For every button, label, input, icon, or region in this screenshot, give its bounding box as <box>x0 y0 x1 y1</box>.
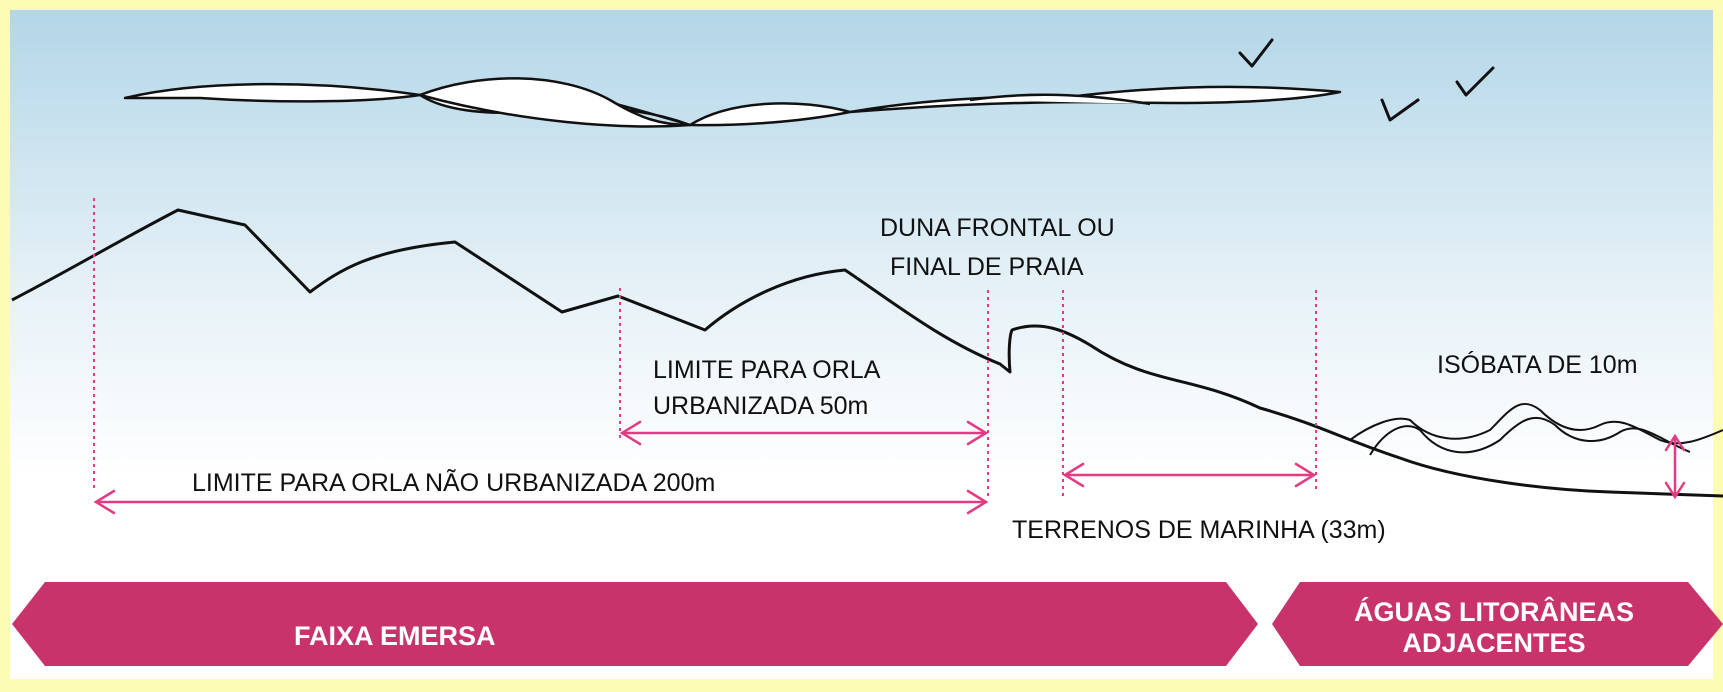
sky-background <box>10 10 1713 679</box>
band-label-faixa-emersa: FAIXA EMERSA <box>294 621 496 651</box>
boundary-markers <box>93 198 1317 500</box>
arrow-200m <box>93 489 989 515</box>
arrow-50m <box>619 420 989 446</box>
terrain-profile <box>11 208 1723 498</box>
label-urbanizada-line2: URBANIZADA 50m <box>653 392 868 420</box>
waves <box>1349 403 1723 456</box>
label-urbanizada-line1: LIMITE PARA ORLA <box>653 356 881 384</box>
label-duna-line2: FINAL DE PRAIA <box>890 253 1084 281</box>
arrow-marinha <box>1062 462 1317 488</box>
arrow-isobata <box>1664 433 1686 500</box>
band-label-aguas-line2: ADJACENTES <box>1402 628 1585 658</box>
bird-icon <box>1238 38 1495 122</box>
band-faixa-emersa <box>12 582 1258 666</box>
band-label-aguas-line1: ÁGUAS LITORÂNEAS <box>1354 596 1634 627</box>
label-terrenos-marinha: TERRENOS DE MARINHA (33m) <box>1012 516 1386 544</box>
label-duna-line1: DUNA FRONTAL OU <box>880 214 1115 242</box>
cloud-shape <box>123 77 1342 128</box>
measurement-arrows <box>93 420 1686 515</box>
band-aguas-litoraneas <box>1272 582 1723 666</box>
label-isobata: ISÓBATA DE 10m <box>1437 350 1638 379</box>
label-nao-urbanizada: LIMITE PARA ORLA NÃO URBANIZADA 200m <box>192 468 715 497</box>
